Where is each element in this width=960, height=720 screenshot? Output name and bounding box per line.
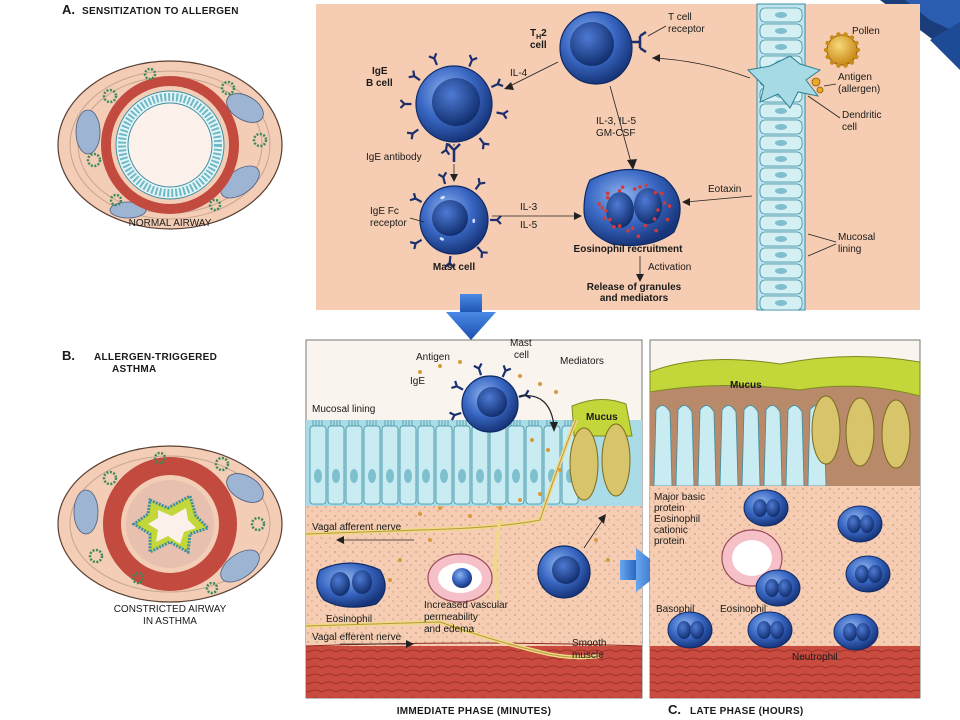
label-constricted-airway-1: CONSTRICTED AIRWAY xyxy=(114,604,227,615)
eosinophil-recruitment-label: Eosinophil recruitment xyxy=(574,244,684,255)
th2-label: TH2 xyxy=(530,28,547,41)
release-label-2: and mediators xyxy=(600,293,669,304)
ige-fc-label-1: IgE Fc xyxy=(370,206,399,217)
dendritic-label-2: cell xyxy=(842,122,857,133)
ige-b-label-2: B cell xyxy=(366,78,393,89)
c-mbp-label-5: protein xyxy=(654,536,685,547)
c-mbp-label-1: Major basic xyxy=(654,492,705,503)
arrow-dendritic-to-th2 xyxy=(651,57,751,79)
th2-cell-label: cell xyxy=(530,40,547,51)
il5-label: IL-5 xyxy=(520,220,538,231)
pollen-icon xyxy=(823,32,861,68)
c-mucus-label: Mucus xyxy=(730,380,762,391)
arrow-il4 xyxy=(505,61,559,89)
eosinophil-a xyxy=(583,168,681,247)
ige-antibody-icon xyxy=(447,143,461,162)
ige-b-label-1: IgE xyxy=(372,66,388,77)
section-c-title: LATE PHASE (HOURS) xyxy=(690,706,804,717)
section-a-title: SENSITIZATION TO ALLERGEN xyxy=(82,6,239,17)
b-vagal-afferent-label: Vagal afferent nerve xyxy=(312,522,402,533)
b-eosinophil-label: Eosinophil xyxy=(326,614,372,625)
ige-fc-label-2: receptor xyxy=(370,218,407,229)
c-basophil-label: Basophil xyxy=(656,604,694,615)
gmcsf-label: GM-CSF xyxy=(596,128,635,139)
mast-cell-label: Mast cell xyxy=(433,262,475,273)
t-cell-receptor-label-2: receptor xyxy=(668,24,705,35)
ige-antibody-label: IgE antibody xyxy=(366,152,422,163)
b-vascular-label-1: Increased vascular xyxy=(424,600,509,611)
release-label-1: Release of granules xyxy=(587,282,682,293)
label-constricted-airway-2: IN ASTHMA xyxy=(143,616,197,627)
c-mbp-label-2: protein xyxy=(654,503,685,514)
ige-b-cell xyxy=(399,52,509,156)
b-antigen-label: Antigen xyxy=(416,352,450,363)
antigen-particle xyxy=(811,77,821,87)
c-mbp-label-4: cationic xyxy=(654,525,688,536)
b-smooth-muscle-label-1: Smooth xyxy=(572,638,606,649)
b-vagal-efferent-label: Vagal efferent nerve xyxy=(312,632,402,643)
b-vascular-label-2: permeability xyxy=(424,612,478,623)
immediate-phase-caption: IMMEDIATE PHASE (MINUTES) xyxy=(397,706,552,717)
c-neutrophil-label: Neutrophil xyxy=(792,652,838,663)
t-cell-receptor-label-1: T cell xyxy=(668,12,692,23)
mucosal-epithelium xyxy=(756,3,806,311)
section-c-letter: C. xyxy=(668,702,681,717)
arrow-eotaxin xyxy=(685,195,753,203)
b-mast-label-2: cell xyxy=(514,350,529,361)
th2-cell xyxy=(559,11,647,85)
il4-label: IL-4 xyxy=(510,68,528,79)
antigen-label-1: Antigen xyxy=(838,72,872,83)
pollen-label: Pollen xyxy=(852,26,880,37)
antigen-label-2: (allergen) xyxy=(838,84,880,95)
transition-arrow-down xyxy=(446,294,496,340)
mucosal-lining-label-2: lining xyxy=(838,244,861,255)
dendritic-label-1: Dendritic xyxy=(842,110,881,121)
b-ige-label: IgE xyxy=(410,376,425,387)
il3-il5-label: IL-3, IL-5 xyxy=(596,116,636,127)
dendritic-cell xyxy=(746,55,822,109)
mucosal-lining-label-1: Mucosal xyxy=(838,232,875,243)
c-eosinophil-label: Eosinophil xyxy=(720,604,766,615)
b-mucosal-lining-label: Mucosal lining xyxy=(312,404,375,415)
constricted-airway-illustration xyxy=(57,445,283,603)
mast-cell-a xyxy=(409,171,502,269)
panel-immediate-phase xyxy=(305,339,643,699)
b-smooth-muscle-label-2: muscle xyxy=(572,650,604,661)
antigen-particle xyxy=(816,86,824,94)
arrow-il3-il5-gmcsf xyxy=(609,85,633,167)
section-b-letter: B. xyxy=(62,348,75,363)
activation-label: Activation xyxy=(648,262,691,273)
section-b-title-2: ASTHMA xyxy=(112,364,157,375)
b-vascular-label-3: and edema xyxy=(424,624,474,635)
section-b-title-1: ALLERGEN-TRIGGERED xyxy=(94,352,217,363)
panel-late-phase xyxy=(649,339,921,699)
normal-airway-illustration xyxy=(57,60,283,230)
eotaxin-label: Eotaxin xyxy=(708,184,741,195)
section-a-letter: A. xyxy=(62,2,75,17)
c-mbp-label-3: Eosinophil xyxy=(654,514,700,525)
b-mucus-label: Mucus xyxy=(586,412,618,423)
b-mediators-label: Mediators xyxy=(560,356,604,367)
b-mast-label-1: Mast xyxy=(510,338,532,349)
label-normal-airway: NORMAL AIRWAY xyxy=(129,218,212,229)
il3-label: IL-3 xyxy=(520,202,538,213)
